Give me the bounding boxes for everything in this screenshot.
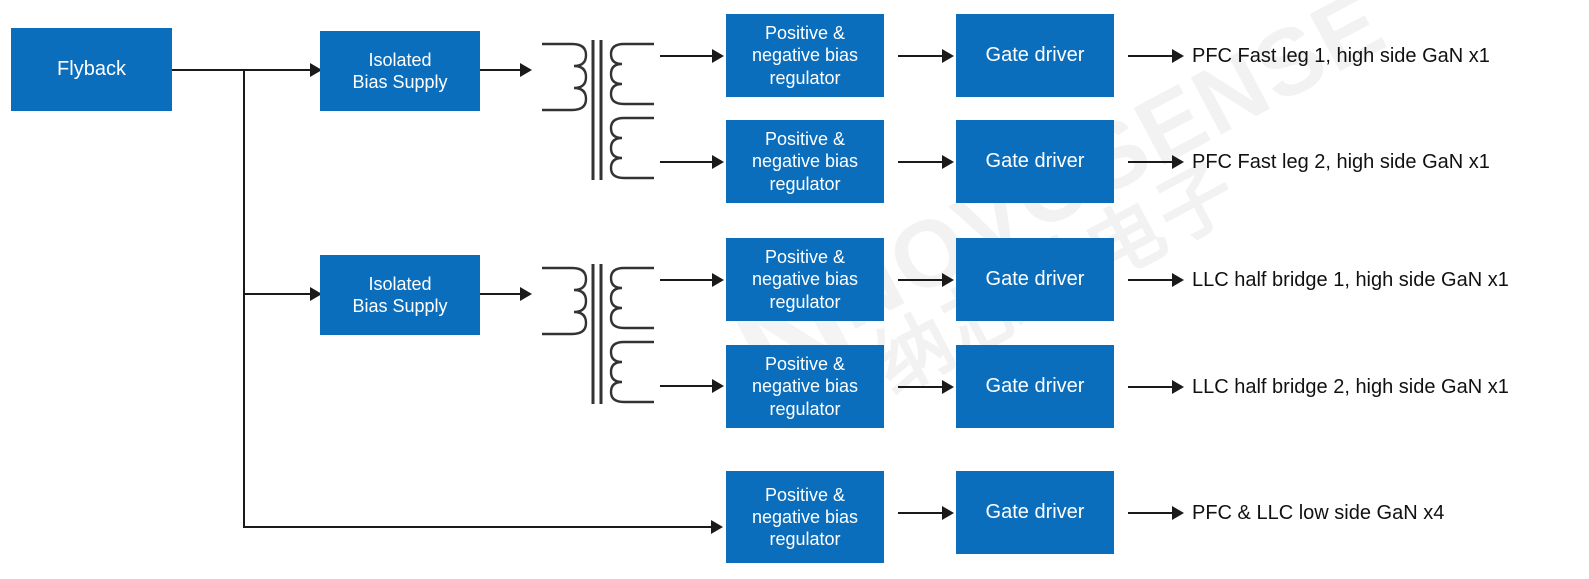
block-bias-regulator-4[interactable]: Positive & negative bias regulator (726, 345, 884, 428)
connector-transformer1-sec1 (660, 55, 714, 57)
connector-regulator3-to-driver3 (898, 279, 944, 281)
gate-driver-3-label: Gate driver (985, 268, 1085, 291)
arrowhead-to-regulator-5 (711, 520, 723, 534)
block-isolated-bias-supply-2[interactable]: Isolated Bias Supply (320, 255, 480, 335)
connector-transformer2-sec2 (660, 385, 714, 387)
output-label-llc-half-bridge-1: LLC half bridge 1, high side GaN x1 (1192, 269, 1509, 291)
arrowhead-to-regulator-3 (712, 273, 724, 287)
connector-bus-to-isolated-supply-2 (243, 293, 312, 295)
gate-driver-2-label: Gate driver (985, 150, 1085, 173)
block-gate-driver-1[interactable]: Gate driver (956, 14, 1114, 97)
arrowhead-to-gate-driver-4 (942, 380, 954, 394)
connector-bus-to-regulator-5 (243, 526, 713, 528)
arrowhead-to-output-3 (1172, 273, 1184, 287)
connector-regulator5-to-driver5 (898, 512, 944, 514)
connector-flyback-out (172, 69, 312, 71)
output-label-pfc-fast-leg-1: PFC Fast leg 1, high side GaN x1 (1192, 45, 1490, 67)
transformer-2-symbol (542, 264, 654, 404)
block-flyback-label: Flyback (57, 58, 126, 81)
bias-regulator-1-line1: Positive & (764, 23, 846, 44)
block-bias-regulator-3[interactable]: Positive & negative bias regulator (726, 238, 884, 321)
transformer-1-symbol (542, 40, 654, 180)
isolated-supply-1-line2: Bias Supply (352, 72, 448, 92)
arrowhead-to-output-4 (1172, 380, 1184, 394)
bias-regulator-1-line3: regulator (769, 67, 841, 88)
arrowhead-to-isolated-supply-1 (310, 63, 322, 77)
arrowhead-to-gate-driver-5 (942, 506, 954, 520)
connector-regulator1-to-driver1 (898, 55, 944, 57)
bias-regulator-3-line2: negative bias (751, 269, 859, 290)
connector-supply2-to-transformer2 (480, 293, 522, 295)
arrowhead-to-output-2 (1172, 155, 1184, 169)
block-bias-regulator-2[interactable]: Positive & negative bias regulator (726, 120, 884, 203)
block-gate-driver-2[interactable]: Gate driver (956, 120, 1114, 203)
connector-regulator2-to-driver2 (898, 161, 944, 163)
arrowhead-to-gate-driver-3 (942, 273, 954, 287)
bias-regulator-5-line3: regulator (769, 529, 841, 550)
gate-driver-4-label: Gate driver (985, 375, 1085, 398)
block-isolated-bias-supply-1[interactable]: Isolated Bias Supply (320, 31, 480, 111)
connector-bus-vertical (243, 70, 245, 528)
arrowhead-to-transformer-2 (520, 287, 532, 301)
gate-driver-1-label: Gate driver (985, 44, 1085, 67)
block-gate-driver-3[interactable]: Gate driver (956, 238, 1114, 321)
block-bias-regulator-1[interactable]: Positive & negative bias regulator (726, 14, 884, 97)
isolated-supply-2-line1: Isolated (368, 273, 432, 294)
connector-driver1-to-output1 (1128, 55, 1174, 57)
bias-regulator-2-line2: negative bias (751, 151, 859, 172)
arrowhead-to-regulator-4 (712, 379, 724, 393)
bias-regulator-4-line1: Positive & (764, 354, 846, 375)
bias-regulator-1-line2: negative bias (751, 45, 859, 66)
output-label-llc-half-bridge-2: LLC half bridge 2, high side GaN x1 (1192, 376, 1509, 398)
connector-regulator4-to-driver4 (898, 386, 944, 388)
arrowhead-to-transformer-1 (520, 63, 532, 77)
arrowhead-to-isolated-supply-2 (310, 287, 322, 301)
connector-driver3-to-output3 (1128, 279, 1174, 281)
connector-driver2-to-output2 (1128, 161, 1174, 163)
arrowhead-to-output-1 (1172, 49, 1184, 63)
bias-regulator-2-line1: Positive & (764, 129, 846, 150)
arrowhead-to-gate-driver-1 (942, 49, 954, 63)
block-flyback[interactable]: Flyback (11, 28, 172, 111)
isolated-supply-1-line1: Isolated (368, 49, 432, 70)
block-gate-driver-4[interactable]: Gate driver (956, 345, 1114, 428)
bias-regulator-2-line3: regulator (769, 173, 841, 194)
arrowhead-to-regulator-2 (712, 155, 724, 169)
connector-driver4-to-output4 (1128, 386, 1174, 388)
connector-driver5-to-output5 (1128, 512, 1174, 514)
gate-driver-5-label: Gate driver (985, 501, 1085, 524)
block-gate-driver-5[interactable]: Gate driver (956, 471, 1114, 554)
isolated-supply-2-line2: Bias Supply (352, 296, 448, 316)
bias-regulator-3-line1: Positive & (764, 247, 846, 268)
output-label-pfc-llc-low-side: PFC & LLC low side GaN x4 (1192, 502, 1445, 524)
output-label-pfc-fast-leg-2: PFC Fast leg 2, high side GaN x1 (1192, 151, 1490, 173)
connector-transformer2-sec1 (660, 279, 714, 281)
bias-regulator-5-line2: negative bias (751, 506, 859, 527)
bias-regulator-3-line3: regulator (769, 291, 841, 312)
arrowhead-to-gate-driver-2 (942, 155, 954, 169)
bias-regulator-4-line3: regulator (769, 398, 841, 419)
connector-supply1-to-transformer1 (480, 69, 522, 71)
watermark-chinese-text: 纳芯微电子 (860, 55, 1433, 410)
arrowhead-to-regulator-1 (712, 49, 724, 63)
block-bias-regulator-5[interactable]: Positive & negative bias regulator (726, 471, 884, 563)
bias-regulator-5-line1: Positive & (764, 484, 846, 505)
connector-transformer1-sec2 (660, 161, 714, 163)
arrowhead-to-output-5 (1172, 506, 1184, 520)
bias-regulator-4-line2: negative bias (751, 376, 859, 397)
